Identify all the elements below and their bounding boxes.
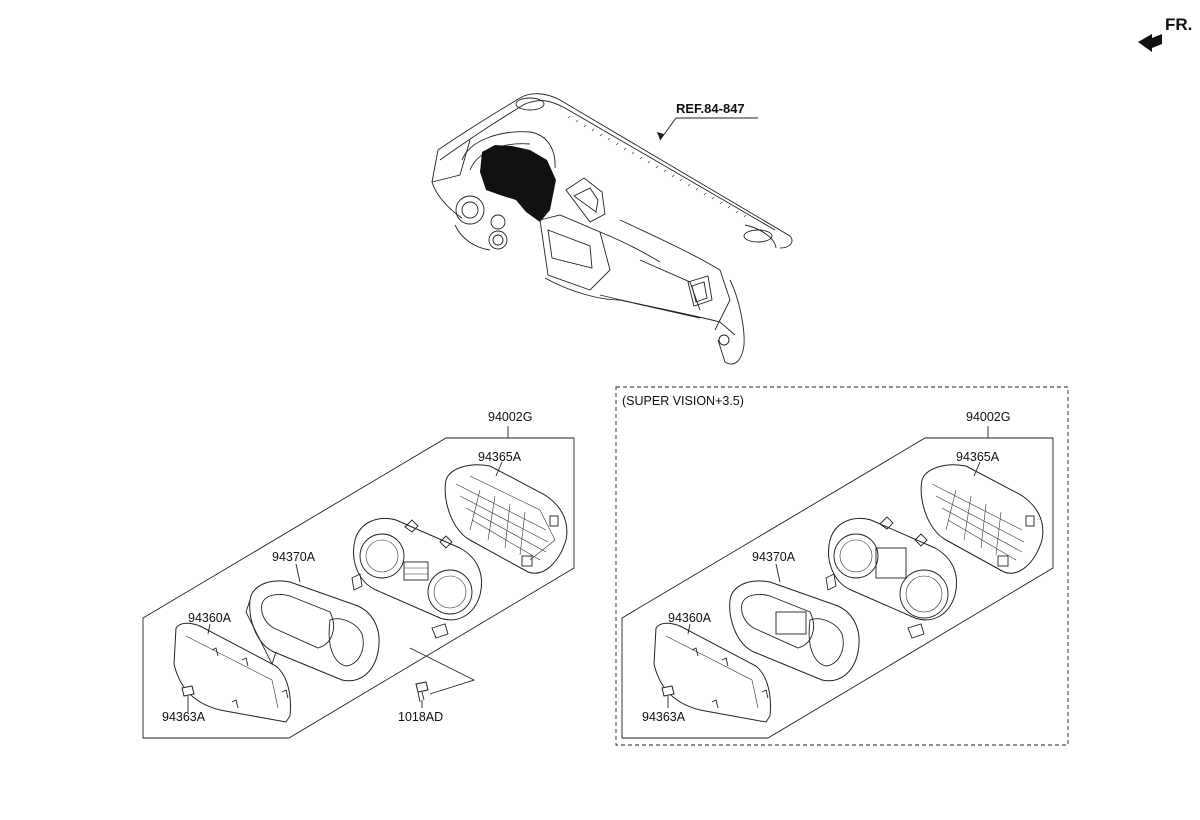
- supervision-glass-window-label: 94360A: [668, 611, 712, 625]
- supervision-dashed-box: [615, 386, 1069, 746]
- supervision-cluster-group: (SUPER VISION+3.5): [615, 386, 1069, 746]
- instrument-cluster-highlight: [480, 145, 556, 222]
- supervision-lens-mask-label: 94370A: [752, 550, 796, 564]
- supervision-clip-label: 94363A: [642, 710, 686, 724]
- front-direction-indicator: FR.: [1138, 15, 1192, 52]
- front-direction-arrow-icon: [1138, 34, 1162, 52]
- front-label: FR.: [1165, 15, 1192, 34]
- standard-clip-label: 94363A: [162, 710, 206, 724]
- standard-glass-window-label: 94360A: [188, 611, 232, 625]
- standard-assembly-label: 94002G: [488, 410, 532, 424]
- standard-cluster-group: 94002G 94365A 94370A 94360A 94363A 1018A…: [142, 410, 575, 739]
- clip-part: [181, 685, 195, 708]
- supervision-lens-mask-part: [729, 580, 860, 682]
- standard-group-frame: [142, 437, 575, 739]
- rear-case-part: [444, 464, 568, 574]
- supervision-rear-case-label: 94365A: [956, 450, 1000, 464]
- supervision-assembly-label: 94002G: [966, 410, 1010, 424]
- gauge-unit-part: [351, 517, 483, 639]
- supervision-clip-part: [661, 685, 675, 708]
- standard-lens-mask-label: 94370A: [272, 550, 316, 564]
- screw-part: [409, 647, 476, 703]
- supervision-title: (SUPER VISION+3.5): [622, 394, 744, 408]
- dashboard-illustration: REF.84-847: [431, 93, 793, 365]
- lens-mask-part: [245, 580, 380, 682]
- supervision-group-frame: [621, 437, 1054, 739]
- standard-rear-case-label: 94365A: [478, 450, 522, 464]
- supervision-rear-case-part: [920, 464, 1044, 574]
- supervision-gauge-unit-part: [825, 516, 958, 639]
- standard-screw-label: 1018AD: [398, 710, 443, 724]
- reference-label: REF.84-847: [676, 101, 745, 116]
